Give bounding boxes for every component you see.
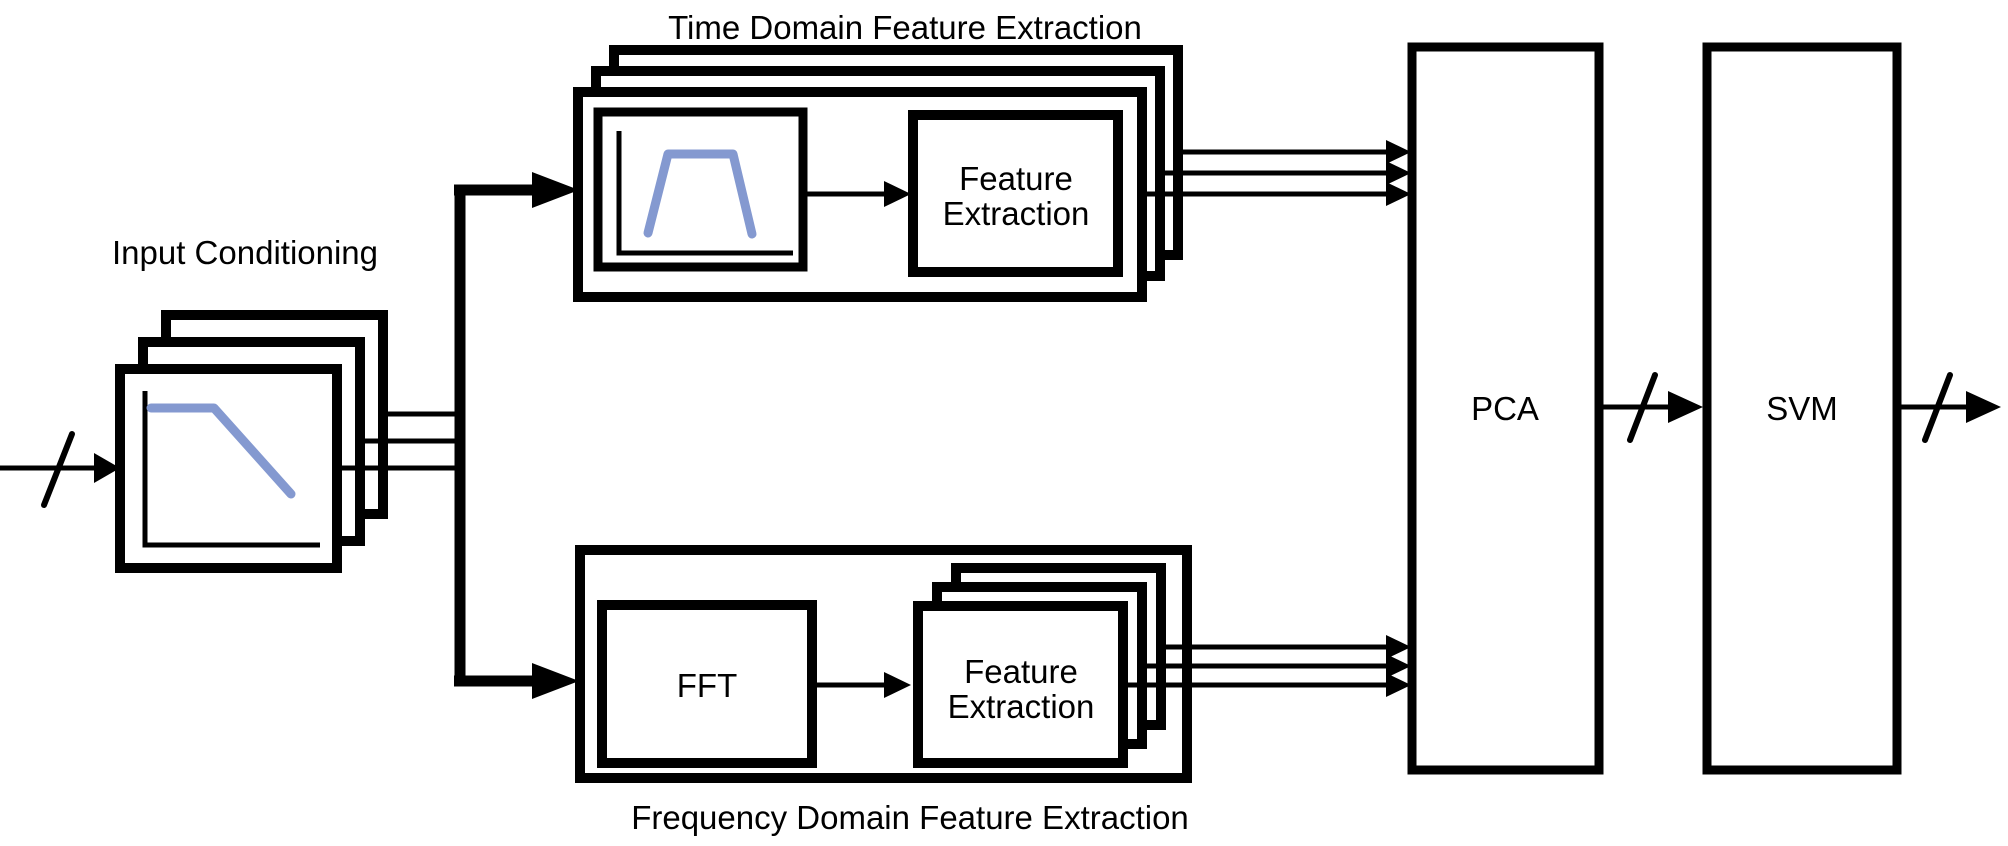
bandpass-axis bbox=[616, 131, 793, 256]
input-arrowhead-icon bbox=[94, 453, 120, 483]
fft-label: FFT bbox=[677, 667, 737, 704]
time-inner-arrowhead-icon bbox=[884, 181, 911, 207]
input-bus-arrow bbox=[0, 431, 120, 508]
frequency-inner-arrowhead-icon bbox=[884, 672, 911, 698]
pca-svm-bus-slash-icon bbox=[1627, 372, 1658, 443]
input-conditioning-block: Input Conditioning bbox=[0, 234, 463, 573]
frequency-out-arrowhead-3-icon bbox=[1386, 673, 1411, 697]
frequency-out-arrowhead-1-icon bbox=[1386, 635, 1411, 659]
split-bus bbox=[454, 172, 579, 699]
bandpass-curve bbox=[643, 149, 757, 239]
input-conditioning-label: Input Conditioning bbox=[112, 234, 378, 271]
time-domain-title: Time Domain Feature Extraction bbox=[668, 9, 1142, 46]
trunk-bottom-arrowhead-icon bbox=[532, 663, 579, 699]
time-out-arrowhead-1-icon bbox=[1386, 140, 1411, 164]
lowpass-curve bbox=[146, 403, 296, 499]
bandpass-plot-box bbox=[593, 107, 808, 272]
output-bus-slash-icon bbox=[1922, 372, 1953, 443]
pca-to-svm-arrow bbox=[1599, 372, 1703, 443]
svm-output-arrow bbox=[1897, 372, 2001, 443]
lowpass-axis bbox=[142, 391, 320, 548]
svm-block: SVM bbox=[1702, 42, 1902, 775]
svm-label: SVM bbox=[1766, 390, 1838, 427]
input-bus-slash-icon bbox=[41, 431, 75, 508]
output-arrowhead-icon bbox=[1966, 391, 2001, 423]
time-feature-extraction-box bbox=[908, 110, 1123, 277]
pca-svm-arrowhead-icon bbox=[1668, 391, 1703, 423]
frequency-domain-block: FFT Feature Extraction Frequency Domain … bbox=[575, 545, 1411, 836]
pca-label: PCA bbox=[1471, 390, 1539, 427]
time-feature-extraction-label-line1: Feature bbox=[959, 160, 1073, 197]
time-domain-block: Time Domain Feature Extraction Feature E… bbox=[573, 9, 1411, 302]
svm-box bbox=[1702, 42, 1902, 775]
pca-block: PCA bbox=[1407, 42, 1604, 775]
time-out-arrowhead-2-icon bbox=[1386, 161, 1411, 185]
trunk-top-arrowhead-icon bbox=[532, 172, 579, 208]
frequency-domain-title: Frequency Domain Feature Extraction bbox=[631, 799, 1189, 836]
bandpass-filter-plot-icon bbox=[616, 131, 793, 256]
pca-box bbox=[1407, 42, 1604, 775]
input-stack-rect-front bbox=[115, 364, 342, 573]
frequency-feature-extraction-label-line2: Extraction bbox=[948, 688, 1095, 725]
frequency-feature-extraction-label-line1: Feature bbox=[964, 653, 1078, 690]
lowpass-filter-plot-icon bbox=[142, 391, 320, 548]
time-out-arrowhead-3-icon bbox=[1386, 182, 1411, 206]
frequency-out-arrowhead-2-icon bbox=[1386, 654, 1411, 678]
time-feature-extraction-label-line2: Extraction bbox=[943, 195, 1090, 232]
